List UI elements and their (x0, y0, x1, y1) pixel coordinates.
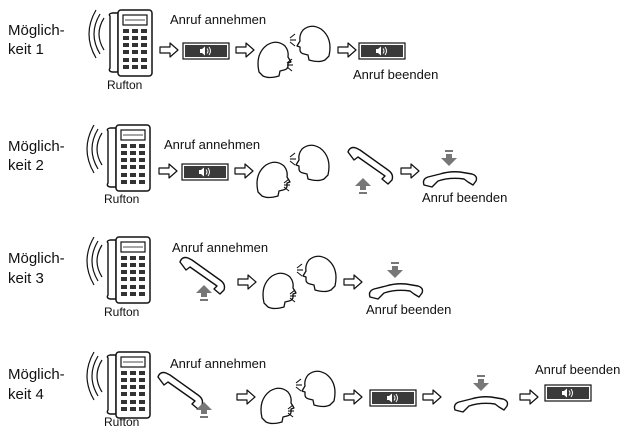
hang-up-down-arrow-icon (473, 375, 489, 391)
handset-lift-icon (347, 146, 394, 185)
option-1-ring-label: Rufton (107, 78, 143, 92)
flow-arrow-icon (237, 274, 257, 290)
option-2-ring-label: Rufton (104, 192, 140, 206)
option-4-answer-label: Anruf annehmen (170, 356, 267, 371)
ringing-phone-icon (88, 9, 153, 77)
option-1-label-line1: Möglich- (8, 22, 65, 39)
option-1-label-line2: keit 1 (8, 41, 44, 58)
handset-hangup-icon (422, 171, 478, 188)
speaker-button-icon (544, 384, 592, 402)
flow-arrow-icon (234, 163, 254, 179)
listening-head-icon (302, 255, 337, 293)
option-1-end-label: Anruf beenden (353, 67, 439, 82)
flow-arrow-icon (337, 42, 357, 58)
handset-hangup-icon (453, 396, 509, 413)
ringing-phone-icon (86, 124, 151, 192)
speaker-button-icon (358, 42, 406, 60)
speaking-head-icon (260, 387, 295, 425)
flow-arrow-icon (158, 163, 178, 179)
speaking-head-icon (296, 25, 331, 63)
speaker-button-icon (369, 389, 417, 407)
handset-lift-icon (157, 371, 204, 410)
lift-up-arrow-icon (355, 178, 371, 194)
option-1-flow (88, 9, 406, 79)
option-3-end-label: Anruf beenden (366, 302, 452, 317)
speech-burst-icon (289, 33, 297, 47)
handset-hangup-icon (368, 283, 424, 300)
option-3-label-line2: keit 3 (8, 270, 44, 287)
option-2-flow (86, 124, 478, 199)
option-2-end-label: Anruf beenden (422, 190, 508, 205)
ringing-phone-icon (86, 351, 151, 419)
listening-head-icon (257, 41, 292, 79)
speaker-button-icon (182, 42, 230, 60)
flow-arrow-icon (519, 389, 539, 405)
hang-up-down-arrow-icon (387, 262, 403, 278)
option-2-label-line2: keit 2 (8, 157, 44, 174)
option-3-answer-label: Anruf annehmen (172, 240, 269, 255)
flow-arrow-icon (400, 163, 420, 179)
speaker-button-icon (181, 163, 229, 181)
option-3-label-line1: Möglich- (8, 250, 65, 267)
option-2-label-line1: Möglich- (8, 138, 65, 155)
speech-burst-icon (295, 378, 303, 392)
flow-arrow-icon (235, 42, 255, 58)
option-1-answer-label: Anruf annehmen (170, 12, 267, 27)
flow-arrow-icon (343, 274, 363, 290)
lift-up-arrow-icon (196, 285, 212, 301)
flow-arrow-icon (236, 389, 256, 405)
option-4-end-label: Anruf beenden (535, 362, 621, 377)
speech-burst-icon (296, 263, 304, 277)
flow-arrow-icon (343, 389, 363, 405)
option-4-label-line2: keit 4 (8, 386, 44, 403)
listening-head-icon (295, 144, 330, 182)
speech-burst-icon (289, 152, 297, 166)
listening-head-icon (301, 370, 336, 408)
option-3-ring-label: Rufton (104, 305, 140, 319)
speaking-head-icon (256, 161, 291, 199)
option-4-label-line1: Möglich- (8, 366, 65, 383)
flow-arrow-icon (159, 42, 179, 58)
flow-arrow-icon (422, 389, 442, 405)
speaking-head-icon (262, 272, 297, 310)
ringing-phone-icon (86, 236, 151, 304)
option-4-flow (86, 351, 592, 425)
option-3-flow (86, 236, 424, 310)
hang-up-down-arrow-icon (441, 150, 457, 166)
option-2-answer-label: Anruf annehmen (164, 137, 261, 152)
